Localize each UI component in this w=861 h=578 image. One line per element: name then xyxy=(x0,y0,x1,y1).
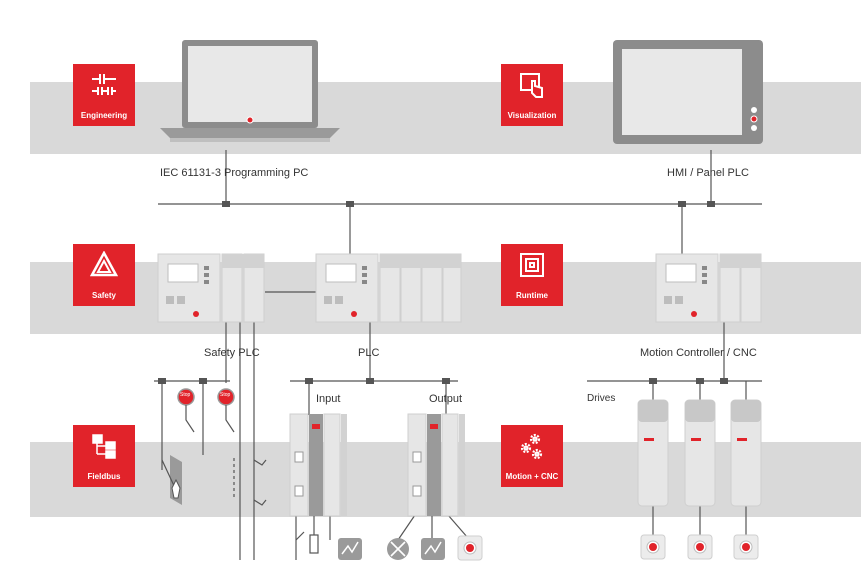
input-resistor-symbol xyxy=(309,534,319,554)
safety-contact-2 xyxy=(253,499,267,506)
bus-connector xyxy=(346,201,354,207)
plc-caption: PLC xyxy=(358,347,380,359)
output-io-module xyxy=(407,413,465,517)
network-tree-icon xyxy=(92,434,116,459)
bus-connector xyxy=(158,378,166,384)
bus-connector xyxy=(442,378,450,384)
ladder-logic-icon xyxy=(92,74,116,95)
safety-switch-contact xyxy=(225,405,235,433)
input-io-module xyxy=(289,413,347,517)
safety-contact-1 xyxy=(253,459,267,466)
input-switch-symbol xyxy=(295,531,305,541)
output-lamp-icon xyxy=(387,538,409,560)
bus-connector xyxy=(199,378,207,384)
servo-drive-1 xyxy=(637,399,669,507)
output-caption: Output xyxy=(429,393,463,405)
safety-plc-device xyxy=(157,253,265,323)
engineering-badge: Engineering xyxy=(73,64,135,126)
stop-label-2: Stop xyxy=(220,392,231,398)
servo-drive-3 xyxy=(730,399,762,507)
bus-connector xyxy=(707,201,715,207)
visualization-badge: Visualization xyxy=(501,64,563,126)
touchscreen-icon xyxy=(520,73,543,98)
motor-2-icon xyxy=(687,534,713,560)
bus-connector xyxy=(305,378,313,384)
safety-label: Safety xyxy=(91,291,116,300)
bus-connector xyxy=(696,378,704,384)
runtime-badge: Runtime xyxy=(501,244,563,306)
input-caption: Input xyxy=(316,393,341,405)
safety-badge: Safety xyxy=(73,244,135,306)
motion-cnc-label: Motion + CNC xyxy=(505,472,559,481)
hmi-caption: HMI / Panel PLC xyxy=(667,167,749,179)
stop-label-1: Stop xyxy=(180,392,191,398)
output-field-line-3 xyxy=(447,514,469,539)
gears-icon xyxy=(520,433,543,460)
safety-plc-caption: Safety PLC xyxy=(204,347,260,359)
motor-1-icon xyxy=(640,534,666,560)
motion-controller-caption: Motion Controller / CNC xyxy=(640,347,757,359)
servo-drive-2 xyxy=(684,399,716,507)
hmi-panel-device xyxy=(613,40,763,144)
output-field-line-1 xyxy=(397,514,416,541)
motion-cnc-badge: Motion + CNC xyxy=(501,425,563,487)
light-curtain-sensor xyxy=(161,455,182,505)
bus-connector xyxy=(649,378,657,384)
programming-pc-caption: IEC 61131-3 Programming PC xyxy=(160,167,309,179)
bus-connector xyxy=(678,201,686,207)
bus-connector xyxy=(366,378,374,384)
motor-3-icon xyxy=(733,534,759,560)
bus-connector xyxy=(720,378,728,384)
safety-switch-contact xyxy=(185,405,195,433)
programming-pc-laptop xyxy=(160,40,340,142)
engineering-label: Engineering xyxy=(80,111,128,120)
drives-caption: Drives xyxy=(587,393,616,404)
plc-device xyxy=(315,253,462,323)
runtime-label: Runtime xyxy=(516,291,548,300)
warning-triangle-icon xyxy=(90,251,118,277)
runtime-square-icon xyxy=(520,253,544,277)
fieldbus-badge: Fieldbus xyxy=(73,425,135,487)
fieldbus-label: Fieldbus xyxy=(87,472,121,481)
visualization-label: Visualization xyxy=(507,111,557,120)
bus-connector xyxy=(222,201,230,207)
output-indicator-icon xyxy=(457,535,483,561)
motion-controller-device xyxy=(655,253,762,323)
